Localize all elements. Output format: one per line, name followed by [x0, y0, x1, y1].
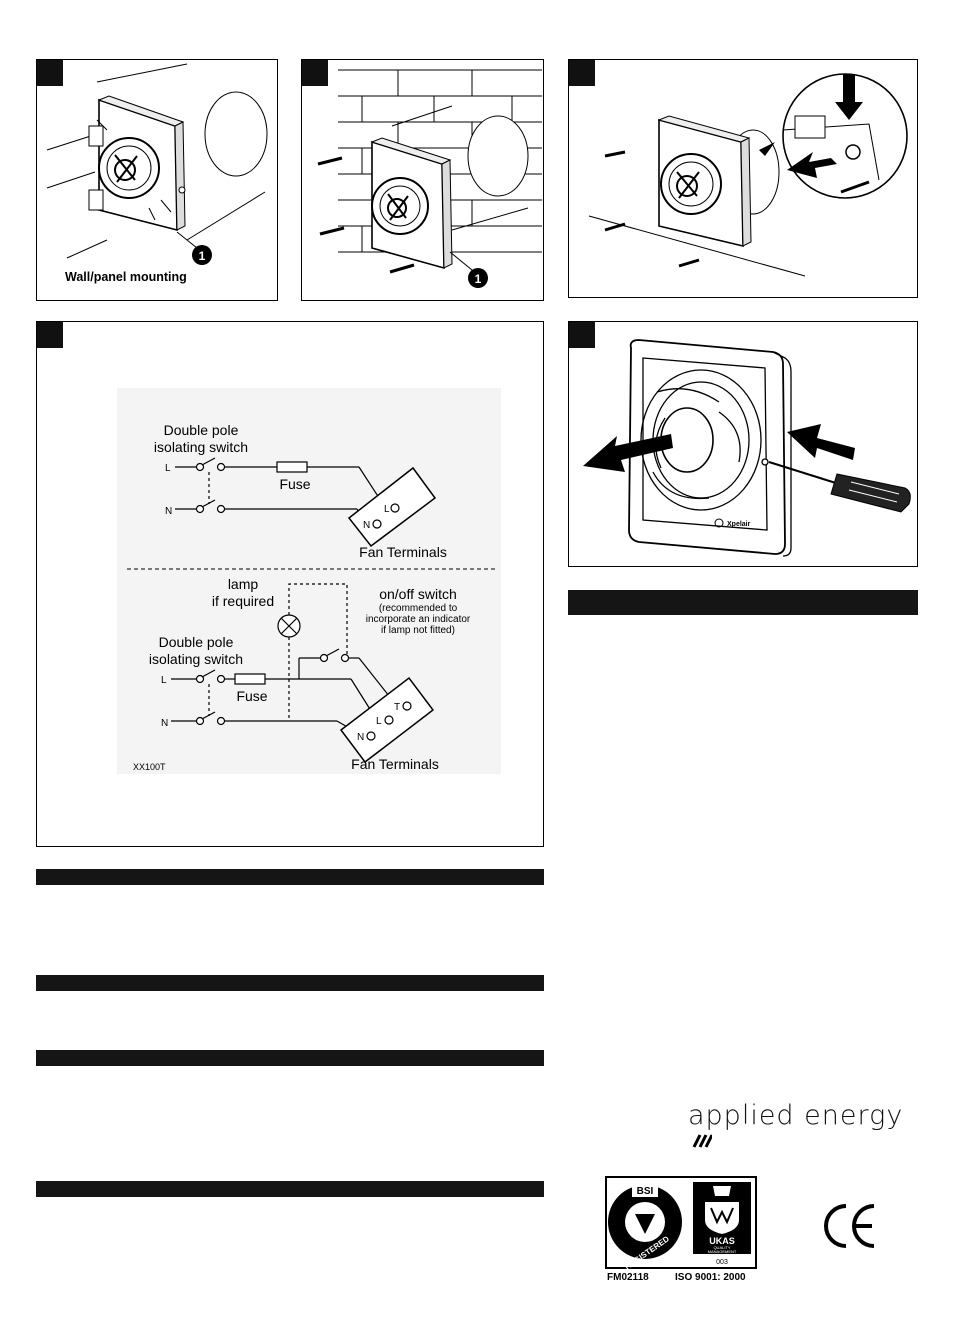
section-heading-bar [36, 1181, 544, 1197]
fan-brand-label: Xpelair [727, 521, 751, 528]
arrow-pointer-icon [759, 142, 775, 156]
bottom-switch-title-line2: isolating switch [149, 651, 243, 667]
screwdriver-shaft [768, 461, 840, 485]
certification-marks: BSI REGISTERED UKAS QUALITY MANAGEMENT 0… [605, 1176, 757, 1283]
onoff-note-line1: (recommended to [379, 603, 458, 614]
brand-slashes-icon [692, 1134, 714, 1148]
fixing-detail-illustration [588, 73, 908, 277]
lamp-label-line2: if required [212, 593, 274, 609]
figure-fixing-detail [568, 59, 918, 298]
fm-number: FM02118 [607, 1272, 649, 1283]
section-heading-bar [568, 590, 918, 615]
arrow-left-icon [787, 424, 855, 460]
callout-1-badge [468, 268, 488, 288]
bottom-terminal-l: L [376, 716, 382, 727]
figure-number-tab [569, 322, 595, 348]
top-neutral-label: N [165, 506, 172, 517]
xpelair-logo-icon [714, 518, 724, 528]
figure-grille-removal: Xpelair [568, 321, 918, 567]
figure-number-tab [302, 60, 328, 86]
brick-mounting-illustration: 1 [317, 69, 542, 288]
section-heading-bar [36, 1050, 544, 1066]
arrow-down-icon [835, 74, 863, 120]
figure-number-tab [37, 322, 63, 348]
ukas-sub-line1: QUALITY [713, 1245, 730, 1250]
bsi-label: BSI [637, 1186, 654, 1197]
grille-removal-illustration: Xpelair [583, 339, 911, 557]
section-heading-bar [36, 869, 544, 885]
diagram-background [117, 388, 501, 774]
brand-tagline-text: applied energy [688, 1100, 904, 1131]
figure-wall-mounting: 1 Wall/panel mounting [36, 59, 278, 301]
arrow-left-icon [787, 152, 837, 178]
terminal-t: T [394, 702, 400, 713]
section-heading-bar [36, 975, 544, 991]
bottom-terminal-n: N [357, 732, 364, 743]
ce-mark-icon [824, 1204, 875, 1248]
figure-number-tab [37, 60, 63, 86]
model-code: XX100T [133, 762, 166, 772]
bottom-fan-terminals-label: Fan Terminals [351, 756, 439, 772]
wall-mounting-caption: Wall/panel mounting [65, 270, 187, 284]
ukas-label: UKAS [709, 1236, 735, 1246]
ukas-sub-line2: MANAGEMENT [708, 1249, 737, 1254]
figure-wiring-diagram: Double pole isolating switch L N Fuse L [36, 321, 544, 847]
bottom-live-label: L [161, 675, 167, 686]
arrow-left-icon [583, 434, 673, 472]
onoff-note-line3: if lamp not fitted) [381, 625, 455, 636]
top-terminal-l: L [384, 504, 390, 515]
figure-number-tab [569, 60, 595, 86]
top-switch-title-line2: isolating switch [154, 439, 248, 455]
top-terminal-n: N [363, 520, 370, 531]
wall-mounting-illustration: 1 Wall/panel mounting [46, 63, 268, 284]
bottom-neutral-label: N [161, 718, 168, 729]
bottom-switch-title-line1: Double pole [159, 634, 234, 650]
top-switch-title-line1: Double pole [164, 422, 239, 438]
wiring-diagram: Double pole isolating switch L N Fuse L [117, 388, 501, 774]
onoff-switch-title: on/off switch [379, 586, 457, 602]
callout-1-number: 1 [199, 249, 206, 263]
callout-1-badge [192, 245, 212, 265]
screwdriver-handle-icon [830, 473, 911, 513]
bsi-ukas-certification: BSI REGISTERED UKAS QUALITY MANAGEMENT 0… [605, 1176, 757, 1284]
onoff-note-line2: incorporate an indicator [366, 614, 471, 625]
ce-mark: CE [820, 1200, 882, 1254]
top-fuse-label: Fuse [279, 476, 310, 492]
bottom-fuse-label: Fuse [236, 688, 267, 704]
top-fan-terminals-label: Fan Terminals [359, 544, 447, 560]
iso-standard: ISO 9001: 2000 [675, 1272, 746, 1283]
lamp-label-line1: lamp [228, 576, 259, 592]
top-live-label: L [165, 463, 171, 474]
callout-1-number: 1 [475, 272, 482, 286]
brand-tagline: applied energy [688, 1100, 920, 1148]
ukas-number: 003 [716, 1259, 728, 1266]
figure-brick-mounting: 1 [301, 59, 544, 301]
